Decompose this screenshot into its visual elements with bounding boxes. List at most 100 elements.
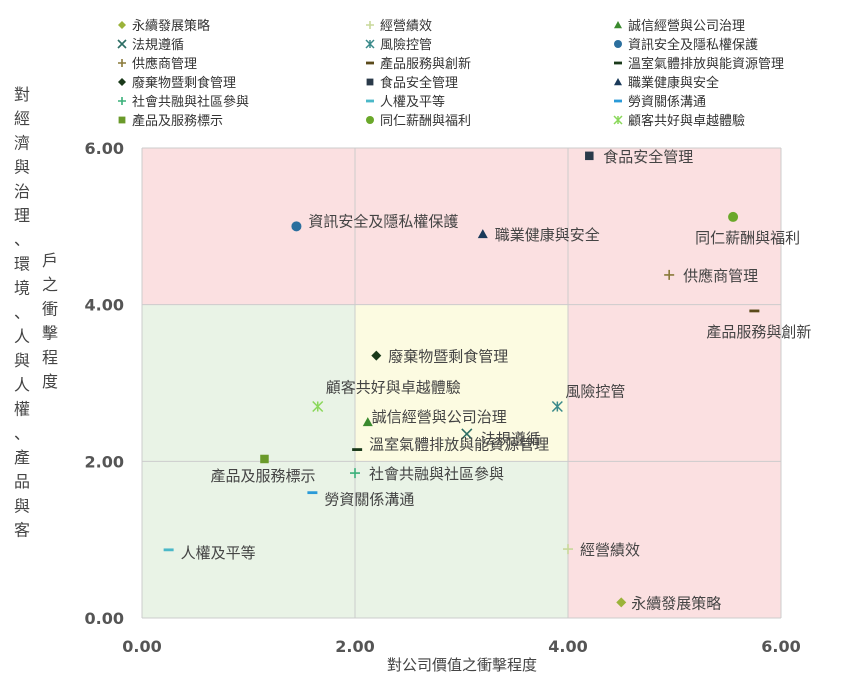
y-axis-title-char: 與 [14, 158, 30, 177]
point-label: 經營績效 [580, 541, 640, 559]
y-axis-title-outer: 對經濟與治理、環境、人與人權、產品與客 [14, 85, 30, 540]
y-tick-label: 6.00 [85, 139, 124, 158]
legend-marker [366, 21, 374, 29]
legend-label: 同仁薪酬與福利 [380, 114, 471, 129]
legend-marker [614, 21, 622, 29]
legend: 永續發展策略經營績效誠信經營與公司治理法規遵循風險控管資訊安全及隱私權保護供應商… [117, 18, 784, 129]
y-axis-title-char: 品 [14, 472, 30, 491]
y-axis-title-char: 濟 [14, 133, 30, 152]
point-label: 永續發展策略 [631, 594, 721, 612]
y-axis-title-char: 對 [14, 85, 30, 104]
legend-label: 職業健康與安全 [628, 75, 719, 91]
point-label: 食品安全管理 [603, 148, 693, 166]
legend-label: 人權及平等 [380, 94, 445, 110]
y-axis-title-char: 人 [14, 375, 30, 394]
y-axis-title-char: 理 [14, 206, 30, 225]
y-axis-title-char: 人 [14, 327, 30, 346]
y-axis-title-char: 客 [14, 521, 30, 540]
point-marker [312, 400, 324, 413]
legend-label: 法規遵循 [132, 37, 184, 53]
legend-label: 永續發展策略 [132, 18, 210, 34]
point-label: 風險控管 [565, 383, 625, 401]
point-label: 廢棄物暨剩食管理 [388, 348, 508, 366]
legend-marker [117, 39, 127, 49]
y-tick-label: 0.00 [85, 609, 124, 628]
point-label: 職業健康與安全 [495, 226, 600, 244]
point-marker [477, 229, 488, 239]
legend-label: 產品及服務標示 [132, 113, 223, 129]
legend-marker [366, 116, 374, 124]
x-axis-title: 對公司價值之衝擊程度 [387, 656, 537, 674]
point-label: 產品服務與創新 [706, 323, 811, 341]
legend-label: 風險控管 [380, 38, 432, 53]
y-tick-label: 4.00 [85, 296, 124, 315]
y-axis-title-char: 境 [14, 279, 30, 298]
gridlines [141, 147, 782, 619]
legend-label: 食品安全管理 [380, 75, 458, 91]
point-label: 勞資關係溝通 [324, 491, 414, 509]
legend-marker [118, 21, 126, 29]
legend-label: 社會共融與社區參與 [132, 94, 249, 110]
x-tick-label: 6.00 [761, 637, 800, 656]
point-label: 法規遵循 [481, 430, 541, 448]
y-axis-title-char: 權 [14, 400, 30, 419]
legend-marker [118, 59, 126, 67]
legend-label: 供應商管理 [132, 56, 197, 72]
point-marker [461, 428, 473, 440]
point-label: 顧客共好與卓越體驗 [326, 379, 461, 397]
point-marker [362, 417, 373, 427]
y-axis-title-char: 與 [14, 496, 30, 515]
y-axis-title-inner: 戶之衝擊程度 [42, 251, 58, 391]
y-tick-label: 2.00 [85, 452, 124, 471]
legend-label: 產品服務與創新 [380, 56, 471, 72]
y-axis-title-char: 、 [14, 303, 30, 322]
y-axis-title-char: 之 [42, 275, 58, 294]
legend-label: 勞資關係溝通 [628, 95, 706, 110]
point-marker [728, 211, 739, 222]
legend-label: 溫室氣體排放與能資源管理 [628, 56, 784, 72]
y-axis-title-char: 擊 [42, 324, 58, 343]
point-marker [563, 544, 573, 555]
point-label: 社會共融與社區參與 [369, 465, 504, 483]
y-axis-title-char: 、 [14, 424, 30, 443]
legend-marker [118, 116, 126, 124]
y-axis-title-char: 產 [14, 448, 30, 467]
point-marker [371, 350, 382, 361]
point-label: 供應商管理 [683, 267, 758, 285]
legend-marker [614, 78, 622, 86]
point-marker [291, 221, 302, 232]
y-axis-title-char: 與 [14, 351, 30, 370]
point-label: 資訊安全及隱私權保護 [308, 212, 458, 230]
legend-marker [366, 78, 374, 86]
y-axis-title-char: 衝 [42, 299, 58, 318]
point-marker [585, 151, 594, 161]
legend-marker [365, 39, 375, 49]
y-axis-title-char: 經 [14, 109, 30, 128]
point-marker [551, 400, 563, 413]
point-label: 誠信經營與公司治理 [372, 408, 507, 426]
legend-marker [118, 97, 126, 105]
x-tick-label: 2.00 [335, 637, 374, 656]
point-label: 產品及服務標示 [210, 467, 315, 485]
point-marker [664, 269, 675, 280]
y-axis-title-char: 、 [14, 230, 30, 249]
legend-label: 廢棄物暨剩食管理 [132, 75, 236, 91]
point-label: 同仁薪酬與福利 [695, 229, 800, 247]
point-marker [260, 454, 269, 464]
y-axis-title-char: 環 [14, 254, 30, 273]
y-axis-title-char: 戶 [42, 251, 58, 270]
y-axis-title-char: 度 [42, 372, 58, 391]
x-tick-label: 0.00 [122, 637, 161, 656]
legend-label: 經營績效 [380, 19, 432, 34]
y-axis-title-char: 程 [42, 348, 58, 367]
legend-marker [614, 40, 622, 48]
point-label: 人權及平等 [181, 544, 256, 562]
point-label: 溫室氣體排放與能資源管理 [369, 436, 549, 454]
legend-label: 資訊安全及隱私權保護 [628, 37, 758, 53]
legend-marker [118, 78, 126, 86]
point-marker [616, 597, 627, 608]
zone-medium [355, 304, 568, 462]
